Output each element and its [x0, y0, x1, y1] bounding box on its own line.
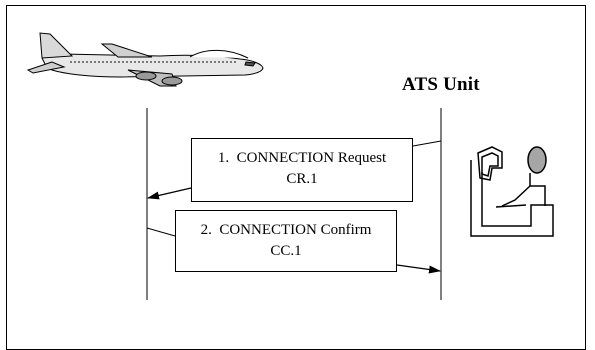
airplane-icon [26, 32, 264, 87]
message-2-code: CC.1 [270, 243, 302, 259]
message-1-title: 1. CONNECTION Request [192, 148, 412, 169]
message-1-code: CR.1 [286, 171, 318, 187]
message-1-number: 1. [217, 150, 230, 166]
msg1-arrow-out [147, 187, 192, 200]
message-2-title: 2. CONNECTION Confirm [176, 220, 396, 241]
msg2-arrow-out [396, 264, 441, 274]
message-2-name: CONNECTION Confirm [219, 222, 372, 238]
message-box-connection-request: 1. CONNECTION Request CR.1 [191, 138, 413, 202]
msg1-arrow-in [412, 140, 442, 147]
msg2-arrow-in [146, 227, 176, 237]
message-box-connection-confirm: 2. CONNECTION Confirm CC.1 [175, 210, 397, 272]
ats-unit-label: ATS Unit [402, 74, 480, 95]
message-2-number: 2. [200, 222, 212, 238]
message-1-name: CONNECTION Request [236, 150, 387, 166]
controller-workstation-icon [470, 146, 554, 237]
